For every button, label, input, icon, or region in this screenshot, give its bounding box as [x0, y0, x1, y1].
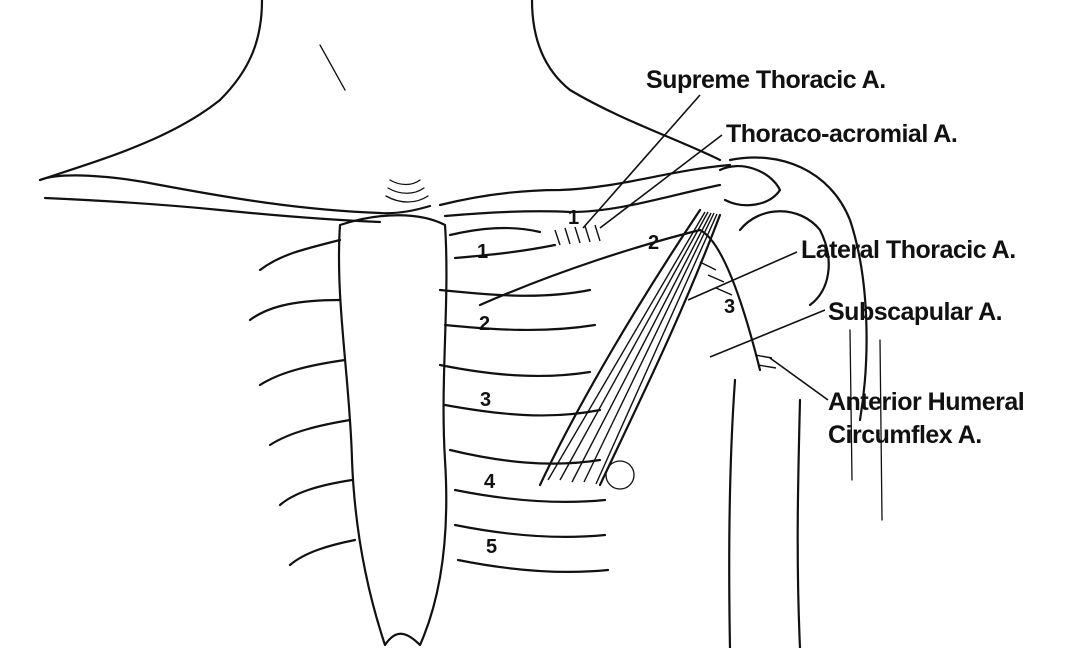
neck-fold-3: [386, 196, 428, 202]
rib-number-3: 3: [480, 389, 491, 411]
label-anterior-humeral-line2: Circumflex A.: [828, 421, 982, 449]
left-rib-5: [280, 480, 352, 505]
left-rib-6: [290, 540, 355, 565]
rib-number-4: 4: [484, 471, 496, 493]
left-rib-1: [260, 240, 340, 270]
neck-outline-left: [40, 0, 262, 180]
right-clavicle: [440, 165, 730, 205]
left-rib-4: [270, 420, 350, 445]
neck-fold-1: [390, 180, 420, 185]
left-rib-3: [260, 360, 345, 385]
rib-number-1: 1: [477, 241, 488, 263]
leader-supreme: [583, 95, 700, 228]
left-rib-2: [250, 300, 340, 320]
right-clavicle-lower: [445, 185, 720, 216]
leader-anterior: [770, 358, 828, 400]
rib-number-2: 2: [479, 313, 490, 335]
right-rib-4: [450, 450, 600, 464]
arm-outline-inner: [729, 380, 735, 648]
neck-fold-2: [388, 188, 424, 193]
left-clavicle: [40, 175, 430, 213]
right-rib-1: [450, 228, 540, 235]
sternum: [339, 215, 446, 645]
right-rib-5b: [458, 560, 608, 572]
shoulder-outline: [730, 158, 867, 421]
acromion: [720, 166, 780, 205]
right-rib-5: [455, 525, 605, 537]
leader-lateral: [688, 252, 797, 300]
pectoralis-minor-fibers: [548, 212, 717, 484]
axillary-part-2: 2: [648, 232, 659, 254]
label-subscapular: Subscapular A.: [828, 298, 1002, 326]
nipple: [606, 461, 634, 489]
right-rib-1b: [455, 245, 555, 258]
arm-outline-outer: [798, 400, 800, 648]
neck-muscle-line: [320, 45, 345, 90]
right-rib-4b: [455, 490, 605, 502]
pectoralis-minor-edge-2: [600, 215, 720, 485]
right-rib-2b: [445, 325, 595, 330]
rib-number-5: 5: [486, 536, 497, 558]
axillary-part-1: 1: [568, 207, 579, 229]
axillary-part-3: 3: [724, 296, 735, 318]
label-lateral-thoracic: Lateral Thoracic A.: [801, 236, 1016, 264]
label-supreme-thoracic: Supreme Thoracic A.: [646, 66, 886, 94]
label-thoraco-acromial: Thoraco-acromial A.: [726, 120, 957, 148]
right-rib-3: [440, 365, 590, 376]
label-anterior-humeral-line1: Anterior Humeral: [828, 388, 1024, 416]
